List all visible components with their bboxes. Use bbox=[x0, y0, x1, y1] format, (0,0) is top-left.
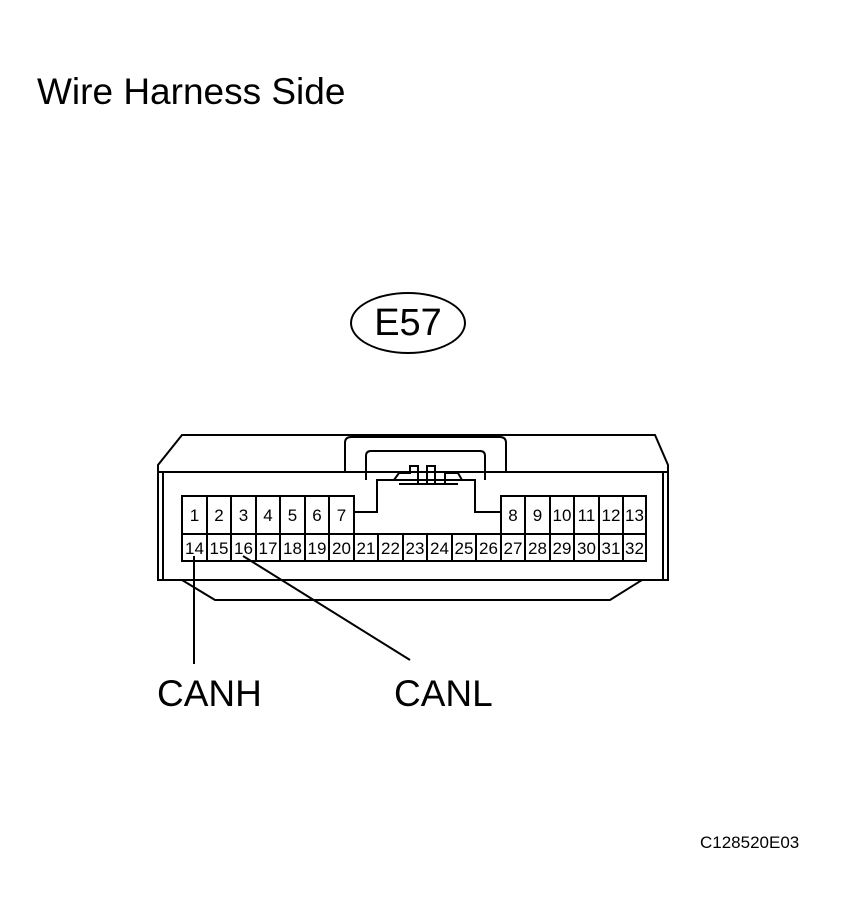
pin-label: 1 bbox=[190, 506, 199, 525]
canh-label: CANH bbox=[157, 673, 262, 714]
pin-label: 11 bbox=[578, 506, 596, 525]
pin-label: 17 bbox=[259, 539, 278, 558]
pin-label: 5 bbox=[288, 506, 297, 525]
canl-leader-line bbox=[242, 555, 411, 661]
pin-label: 32 bbox=[625, 539, 644, 558]
top-row-left-dividers bbox=[206, 496, 355, 534]
lock-tab-inner bbox=[365, 450, 486, 480]
pin-label: 14 bbox=[185, 539, 204, 558]
pin-label: 2 bbox=[214, 506, 223, 525]
pin-label: 12 bbox=[602, 506, 621, 525]
diagram-title: Wire Harness Side bbox=[37, 71, 346, 112]
pin-label: 15 bbox=[210, 539, 229, 558]
lock-latch bbox=[377, 465, 475, 485]
pin-label: 25 bbox=[455, 539, 474, 558]
bottom-row-dividers bbox=[206, 534, 624, 561]
pin-label: 30 bbox=[577, 539, 596, 558]
pin-label: 3 bbox=[239, 506, 248, 525]
pin-label: 29 bbox=[553, 539, 572, 558]
pin-label: 31 bbox=[602, 539, 621, 558]
pin-label: 21 bbox=[357, 539, 376, 558]
pin-label: 23 bbox=[406, 539, 425, 558]
connector-housing bbox=[157, 434, 669, 581]
pin-label: 10 bbox=[553, 506, 572, 525]
pin-label: 18 bbox=[283, 539, 302, 558]
connector-id-badge: E57 bbox=[350, 292, 466, 354]
pin-label: 20 bbox=[332, 539, 351, 558]
lock-tab-outer bbox=[344, 436, 507, 472]
pin-label: 7 bbox=[337, 506, 346, 525]
pin-label: 16 bbox=[234, 539, 253, 558]
pin-label: 8 bbox=[508, 506, 517, 525]
top-row-right-dividers bbox=[500, 496, 624, 534]
pin-label: 28 bbox=[528, 539, 547, 558]
pin-label: 9 bbox=[533, 506, 542, 525]
pin-label: 13 bbox=[625, 506, 644, 525]
connector-bottom-lip bbox=[181, 579, 643, 601]
pin-label: 22 bbox=[381, 539, 400, 558]
pin-label: 24 bbox=[430, 539, 449, 558]
figure-code: C128520E03 bbox=[700, 833, 800, 852]
pin-label: 26 bbox=[479, 539, 498, 558]
canl-label: CANL bbox=[394, 673, 493, 714]
pin-label: 19 bbox=[308, 539, 327, 558]
pin-label: 27 bbox=[504, 539, 523, 558]
pin-label: 6 bbox=[312, 506, 321, 525]
pin-label: 4 bbox=[263, 506, 272, 525]
